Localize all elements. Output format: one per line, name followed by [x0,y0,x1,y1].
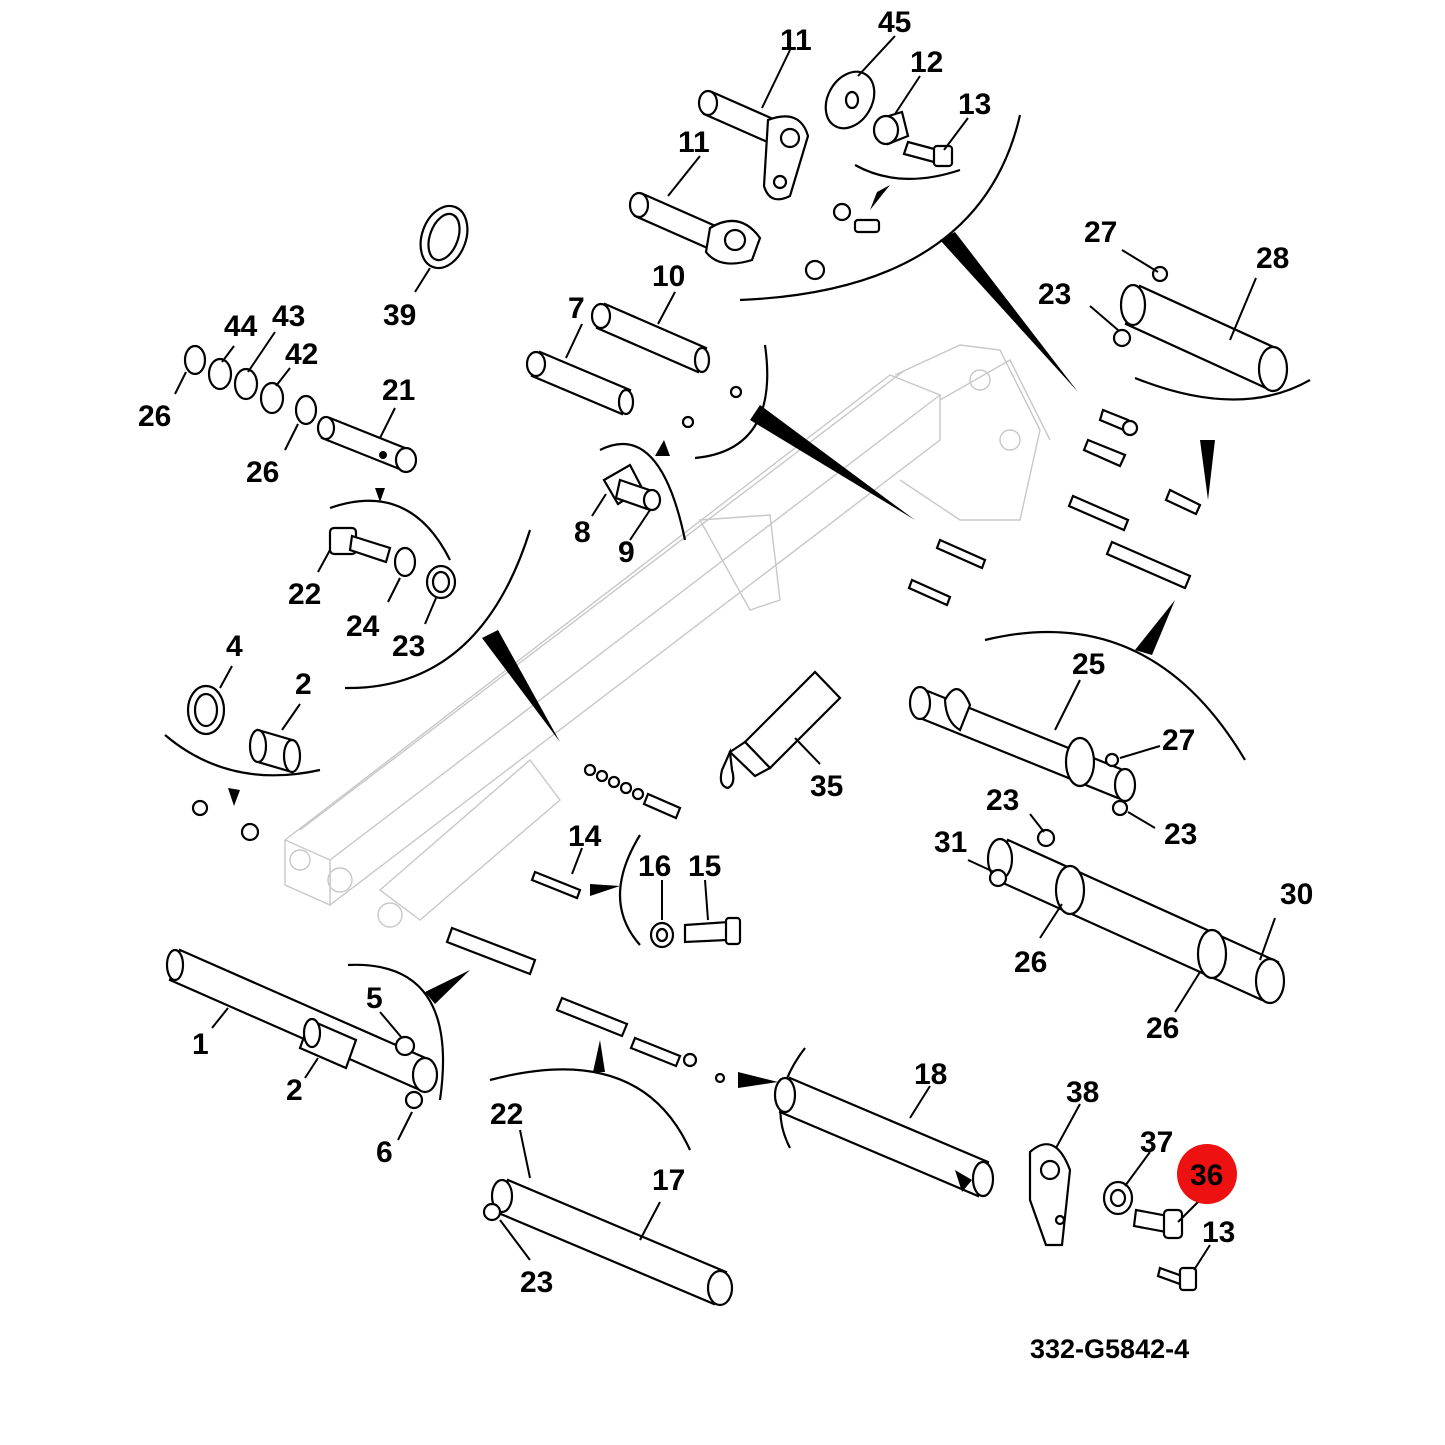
pin-group-1 [165,948,470,1141]
washer-stack-left [174,331,318,451]
callout-30: 30 [1280,878,1313,911]
part-21-pin [316,407,418,502]
callout-23: 23 [986,784,1019,817]
callout-43: 43 [272,300,305,333]
part-35-grease-tube [719,670,842,790]
callout-23: 23 [520,1266,553,1299]
callout-23: 23 [392,630,425,663]
callout-4: 4 [226,630,243,663]
callout-26: 26 [138,400,171,433]
bolt-group-22-24-23 [317,499,560,742]
callout-26: 26 [1014,946,1047,979]
top-pin-group [628,35,1078,392]
callout-11: 11 [780,24,812,57]
callout-26: 26 [1146,1012,1179,1045]
small-pins-center [907,408,1202,607]
callout-13: 13 [1202,1216,1235,1249]
part-39-gasket [414,204,469,293]
pins-7-10-group [525,291,915,541]
callout-21: 21 [382,374,415,407]
pin-group-18 [773,1047,1211,1292]
lower-center-pins [445,926,778,1151]
callout-7: 7 [568,292,585,325]
callout-16: 16 [638,850,671,883]
pin-group-14-15-16 [530,834,742,949]
callout-22: 22 [288,578,321,611]
callout-8: 8 [574,516,591,549]
o-ring-chain [583,763,682,820]
callout-36: 36 [1190,1159,1223,1192]
pin-group-17 [482,1129,734,1307]
drawing-reference-code: 332-G5842-4 [1030,1334,1189,1364]
seal-bushing-group [164,665,321,842]
callout-28: 28 [1256,242,1289,275]
callout-18: 18 [914,1058,947,1091]
highlighted-callout-36[interactable]: 36 [1177,1144,1237,1204]
callout-45: 45 [878,6,911,39]
callout-9: 9 [618,536,635,569]
callout-13: 13 [958,88,991,121]
callout-31: 31 [934,826,967,859]
pin-group-25 [908,600,1246,829]
callout-23: 23 [1164,818,1197,851]
callout-25: 25 [1072,648,1105,681]
callout-2: 2 [286,1074,303,1107]
callout-1: 1 [192,1028,209,1061]
callout-39: 39 [383,299,416,332]
callout-12: 12 [910,46,943,79]
callout-2: 2 [295,668,312,701]
callout-35: 35 [810,770,843,803]
callout-17: 17 [652,1164,685,1197]
callout-24: 24 [346,610,380,643]
callout-22: 22 [490,1098,523,1131]
callout-5: 5 [366,982,383,1015]
callout-44: 44 [224,310,258,343]
callout-27: 27 [1084,216,1117,249]
boom-frame [283,344,1051,928]
callout-labels: 11 45 12 13 11 39 44 43 42 26 26 21 10 7… [138,6,1313,1299]
callout-23: 23 [1038,278,1071,311]
highlight-marker [1177,1144,1237,1204]
callout-38: 38 [1066,1076,1099,1109]
callout-26: 26 [246,456,279,489]
callout-11: 11 [678,126,710,159]
callout-10: 10 [652,260,685,293]
callout-15: 15 [688,850,721,883]
pin-group-28 [1089,249,1311,500]
callout-27: 27 [1162,724,1195,757]
callout-6: 6 [376,1136,393,1169]
callout-37: 37 [1140,1126,1173,1159]
callout-14: 14 [568,820,602,853]
callout-42: 42 [285,338,318,371]
pin-group-30 [967,813,1286,1013]
